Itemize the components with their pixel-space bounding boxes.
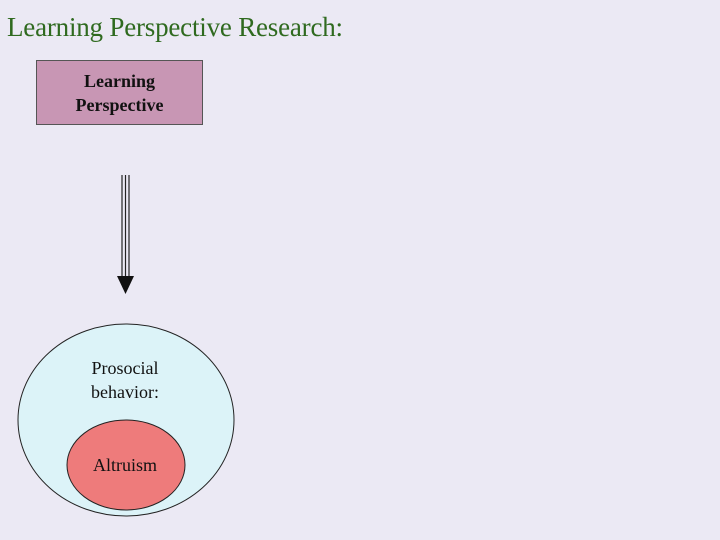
altruism-label: Altruism xyxy=(92,455,157,475)
down-arrow xyxy=(117,175,134,294)
learning-perspective-box: Learning Perspective xyxy=(36,60,203,125)
prosocial-behavior-label: Prosocial behavior: xyxy=(91,358,159,402)
learning-perspective-label: Learning Perspective xyxy=(75,70,164,115)
altruism-circle xyxy=(66,419,186,511)
slide-title: Learning Perspective Research: xyxy=(7,12,343,42)
